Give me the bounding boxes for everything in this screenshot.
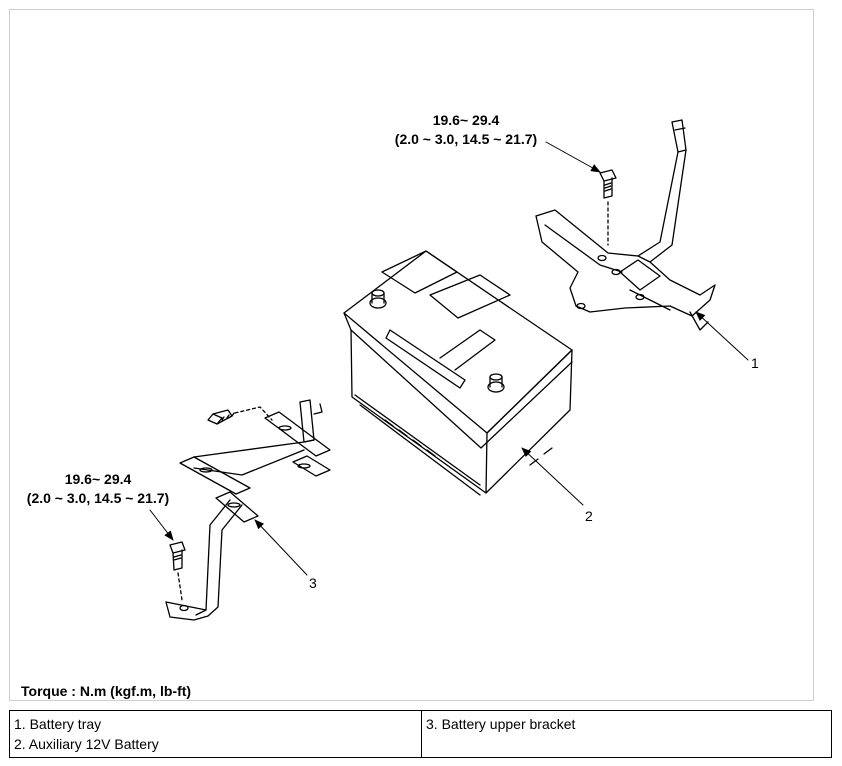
legend-table: 1. Battery tray 2. Auxiliary 12V Battery… (9, 710, 832, 758)
leader-lines (149, 141, 749, 576)
legend-item-battery-tray: 1. Battery tray (14, 716, 102, 732)
callout-2: 2 (585, 508, 593, 524)
bracket-bolts (169, 406, 273, 601)
torque-alt-units-lower: (2.0 ~ 3.0, 14.5 ~ 21.7) (27, 490, 169, 506)
legend-column-right: 3. Battery upper bracket (422, 711, 831, 757)
torque-unit-note: Torque : N.m (kgf.m, lb-ft) (21, 683, 192, 699)
battery-tray (535, 119, 716, 331)
callout-3: 3 (309, 575, 317, 591)
legend-item-upper-bracket: 3. Battery upper bracket (426, 716, 576, 732)
battery-upper-bracket (165, 399, 331, 621)
torque-value-lower: 19.6~ 29.4 (65, 471, 132, 487)
callout-1: 1 (751, 355, 759, 371)
auxiliary-battery (343, 250, 573, 496)
torque-alt-units-upper: (2.0 ~ 3.0, 14.5 ~ 21.7) (395, 131, 537, 147)
torque-value-upper: 19.6~ 29.4 (433, 112, 500, 128)
legend-item-auxiliary-battery: 2. Auxiliary 12V Battery (14, 736, 159, 752)
diagram-figure: 19.6~ 29.4 (2.0 ~ 3.0, 14.5 ~ 21.7) 19.6… (9, 9, 814, 701)
legend-column-left: 1. Battery tray 2. Auxiliary 12V Battery (10, 711, 422, 757)
tray-bolt (599, 169, 617, 246)
